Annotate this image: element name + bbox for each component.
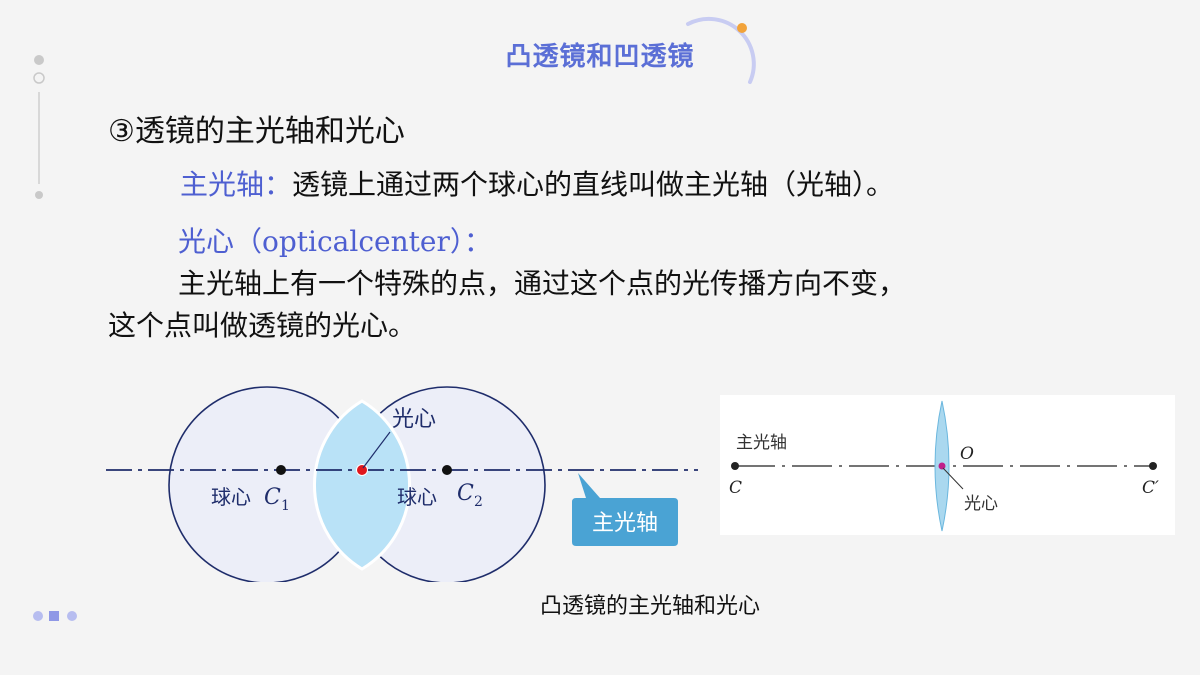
optical-center-description-line-2: 这个点叫做透镜的光心。 (108, 309, 417, 342)
convex-lens-spheres-diagram: 光心 球心 C 1 球心 C 2 主光轴 (106, 386, 698, 582)
dots-decoration-icon (33, 611, 77, 621)
optical-center-term-line: 光心（opticalcenter）： (178, 220, 492, 260)
c-label: C (729, 478, 742, 498)
c1-subscript: 1 (281, 498, 290, 514)
principal-axis-callout: 主光轴 (572, 473, 678, 546)
optical-center-label-right: 光心 (964, 494, 998, 514)
optical-center-term-end: ）： (449, 225, 492, 258)
optical-center-dot (356, 464, 368, 476)
center-c1-dot (276, 465, 286, 475)
principal-axis-term: 主光轴： (180, 168, 293, 201)
c1-letter: C (264, 485, 281, 510)
side-line-decoration-icon (33, 55, 45, 199)
lens-region (313, 399, 411, 571)
sphere-center-2-label: 球心 (397, 485, 437, 509)
arc-decoration-icon (686, 16, 756, 84)
figure-caption: 凸透镜的主光轴和光心 (539, 594, 760, 619)
section-heading: ③透镜的主光轴和光心 (108, 114, 405, 149)
principal-axis-definition-line: 主光轴：透镜上通过两个球心的直线叫做主光轴（光轴）。 (180, 163, 894, 203)
optical-center-term-cn: 光心（ (178, 225, 263, 258)
optical-center-label: 光心 (392, 407, 436, 432)
c2-letter: C (457, 481, 474, 506)
c2-subscript: 2 (474, 494, 483, 510)
point-c-prime (1149, 462, 1157, 470)
sphere-center-1-label: 球心 (211, 485, 251, 509)
optical-center-term-en: opticalcenter (262, 225, 450, 258)
axis-label: 主光轴 (736, 433, 787, 453)
c-prime-label: C′ (1142, 478, 1159, 498)
point-o (938, 462, 946, 470)
callout-label: 主光轴 (592, 511, 658, 536)
o-label: O (960, 444, 974, 464)
optical-center-leader-right (942, 467, 964, 490)
optical-center-description-line-1: 主光轴上有一个特殊的点，通过这个点的光传播方向不变， (178, 267, 907, 300)
optical-center-leader (362, 431, 391, 469)
principal-axis-definition: 透镜上通过两个球心的直线叫做主光轴（光轴）。 (292, 168, 895, 201)
point-c (731, 462, 739, 470)
slide-title: 凸透镜和凹透镜 (505, 42, 695, 72)
thin-lens-axis-diagram: 主光轴 O C C′ 光心 (720, 395, 1175, 535)
center-c2-dot (442, 465, 452, 475)
